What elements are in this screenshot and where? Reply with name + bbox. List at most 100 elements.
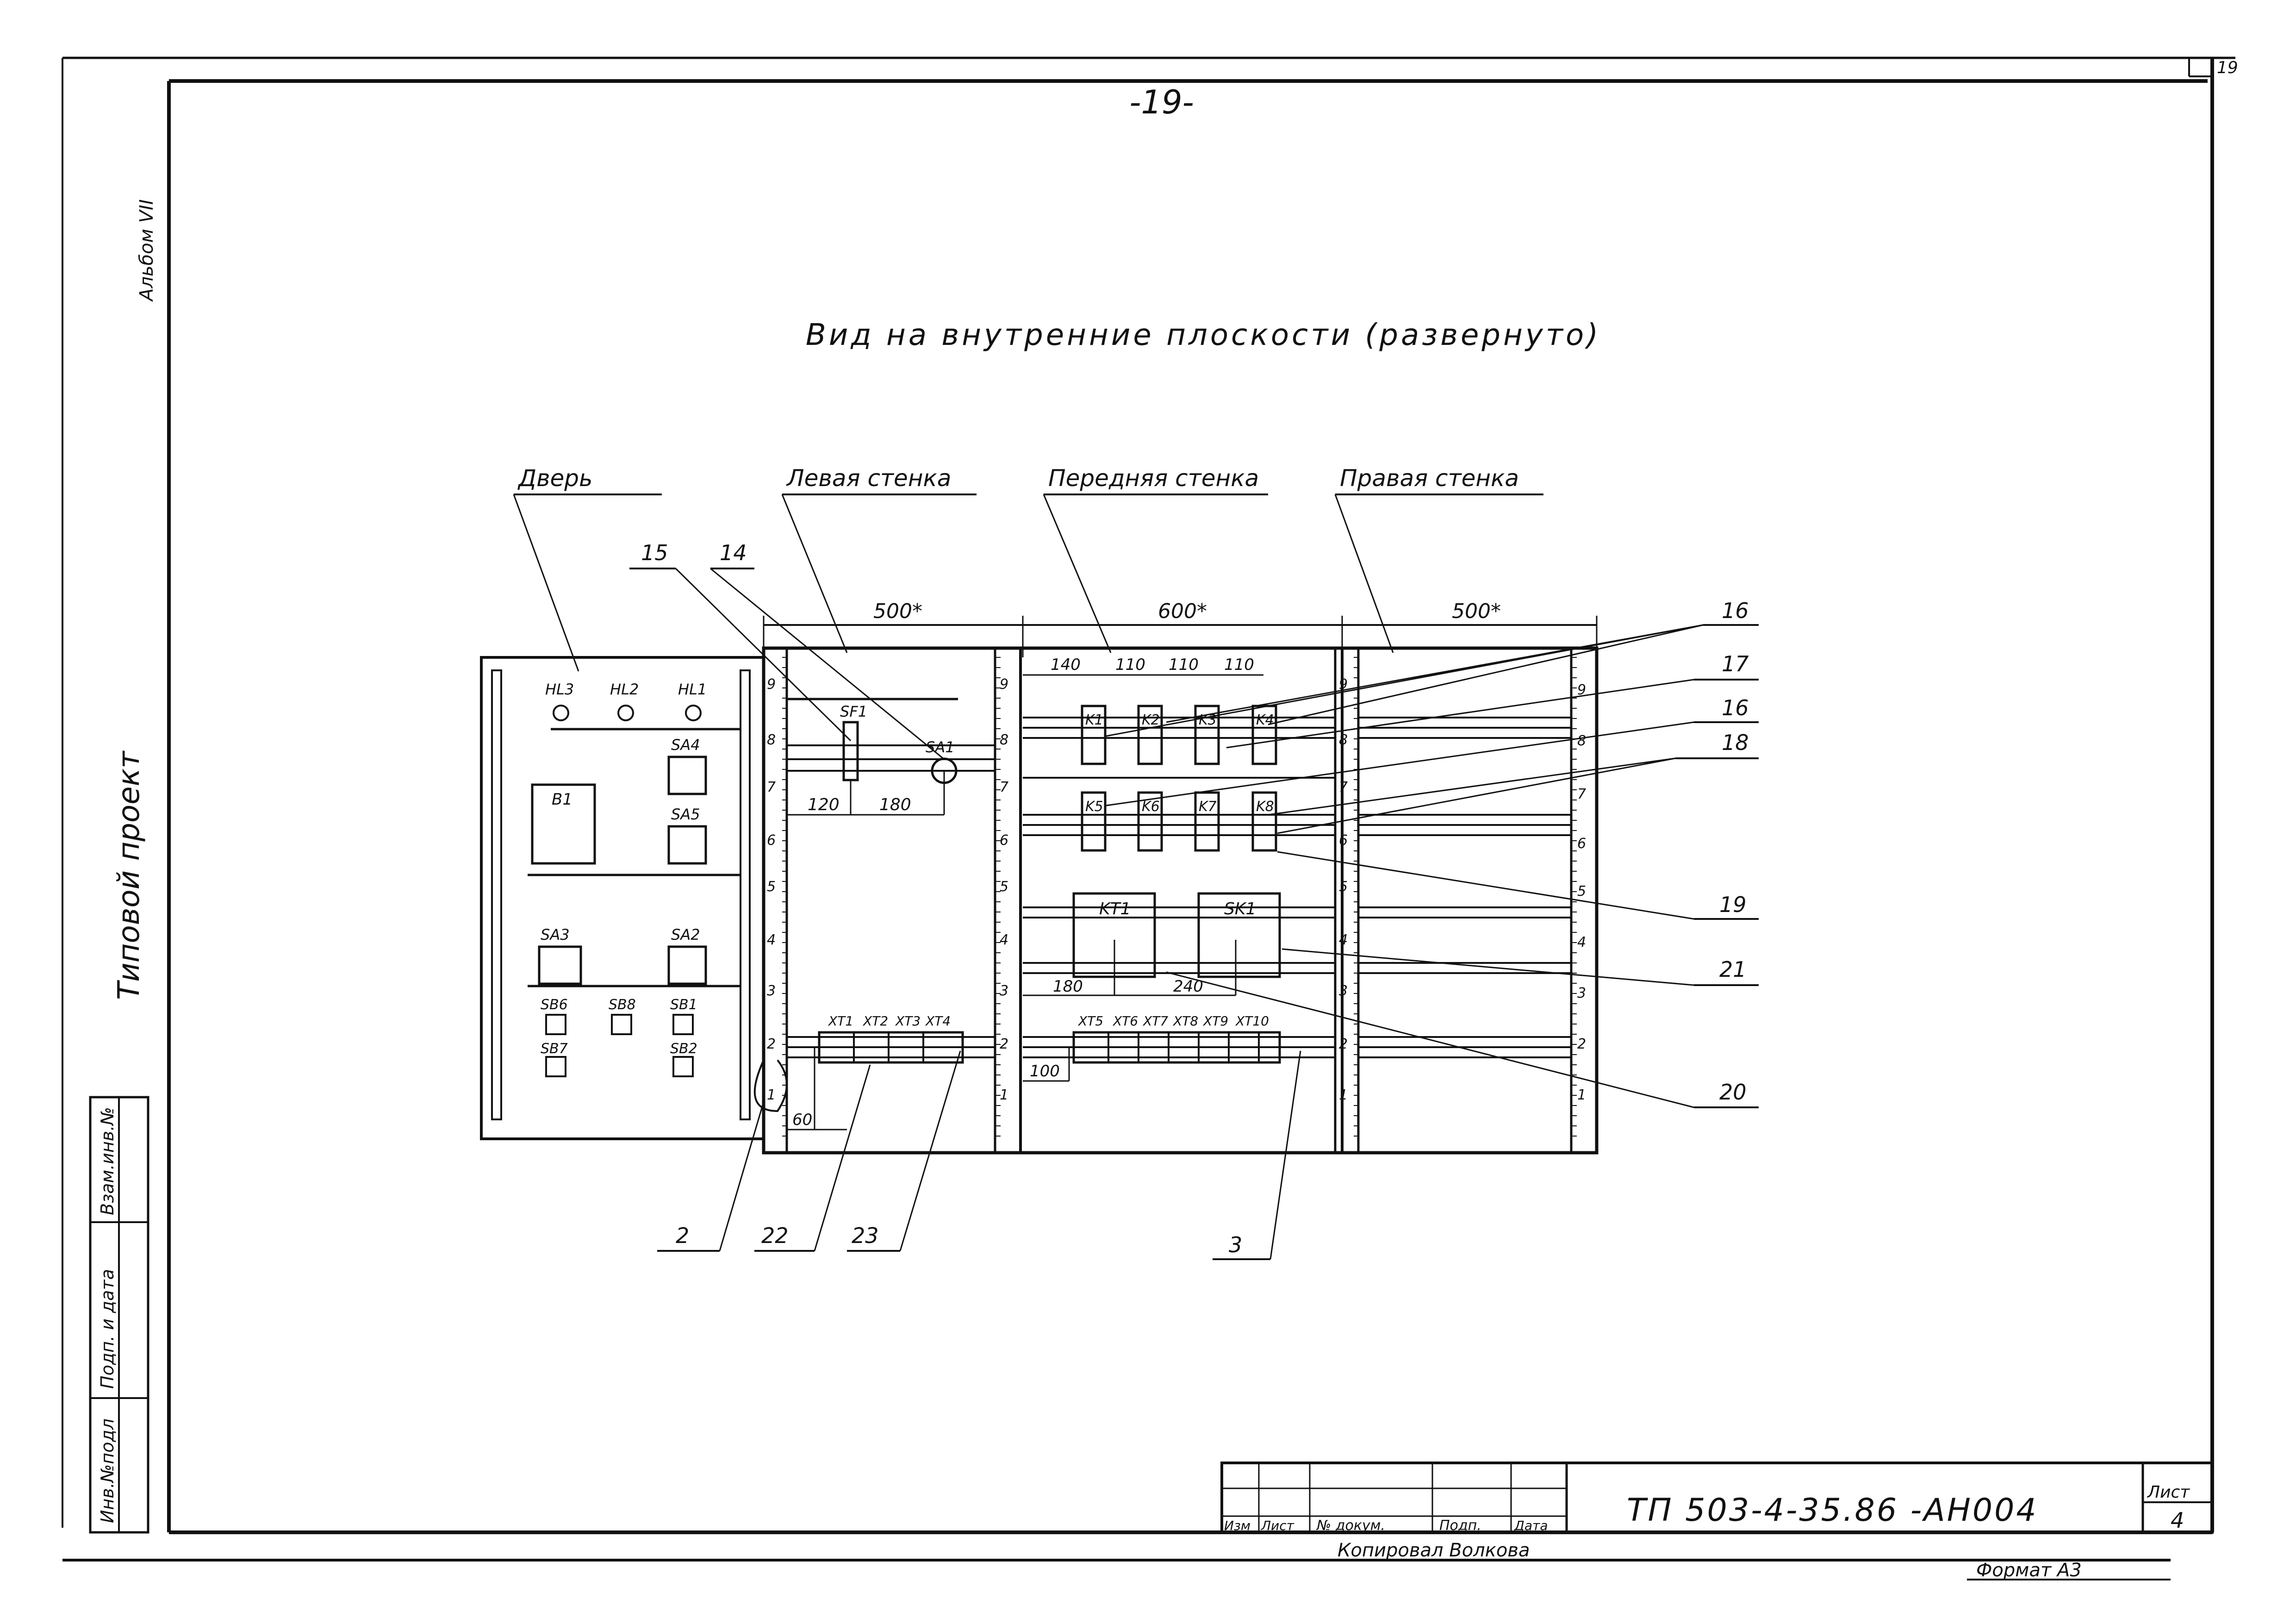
switch-sb1	[672, 1014, 694, 1035]
relay-label: K2	[1142, 712, 1160, 728]
rail-number: 4	[1339, 932, 1348, 948]
callouts-top: 15 14	[629, 540, 945, 760]
callout-label: 16	[1722, 598, 1749, 623]
terminal-label: XT9	[1202, 1013, 1228, 1029]
label-door: Дверь	[517, 465, 593, 492]
rail-scale-front-left: 9 8 7 6 5 4 3 2 1	[1000, 676, 1008, 1103]
rail-number: 3	[767, 983, 776, 999]
terminal-label: XT2	[862, 1013, 888, 1029]
rail-number: 7	[1000, 779, 1008, 795]
rail-number: 3	[1577, 985, 1586, 1001]
lamp-hl3-icon	[553, 705, 569, 721]
switch-label: SB2	[670, 1041, 697, 1057]
relay-label: K7	[1199, 799, 1217, 815]
switch-label: SB7	[541, 1041, 568, 1057]
rail-number: 9	[767, 676, 776, 693]
front-offset-dim: 100	[1030, 1062, 1060, 1081]
terminal-label: XT1	[828, 1013, 853, 1029]
tb-header: Лист	[1261, 1518, 1294, 1533]
relay-label: K1	[1085, 712, 1103, 728]
left-dim: 180	[879, 795, 911, 814]
stamp-replace-inv: Взам.инв.№	[97, 1107, 118, 1215]
rail-number: 2	[1339, 1036, 1348, 1052]
rail-number: 4	[1577, 934, 1586, 950]
rail-number: 6	[1577, 836, 1586, 852]
lamp-label: HL2	[610, 681, 639, 698]
terminal-label: XT3	[895, 1013, 921, 1029]
sheet-label: Лист	[2147, 1483, 2190, 1502]
rail-number: 1	[1577, 1087, 1586, 1103]
corner-number: 19	[2217, 58, 2238, 77]
front-dim: 110	[1169, 656, 1199, 674]
breaker-label: SF1	[840, 703, 867, 720]
tb-header: Изм	[1224, 1518, 1251, 1533]
switch-sa3	[538, 945, 582, 985]
rail-number: 3	[1339, 983, 1348, 999]
callout-label: 21	[1719, 957, 1747, 982]
left-wall-contents: SF1 SA1 120 180 XT1 XT2 XT3 XT4 60	[787, 698, 995, 1131]
rail-number: 2	[767, 1036, 776, 1052]
doc-code: ТП 503-4-35.86 -АН004	[1627, 1492, 2038, 1529]
relay-k1	[1081, 705, 1107, 765]
copied-by: Копировал Волкова	[1338, 1540, 1530, 1561]
panel-labels: Дверь Левая стенка Передняя стенка Права…	[513, 465, 1543, 672]
terminal-label: XT5	[1077, 1013, 1103, 1029]
rail-number: 5	[1339, 879, 1348, 895]
switch-sb8	[611, 1014, 632, 1035]
relay-k2	[1137, 705, 1163, 765]
meter-b1	[531, 783, 596, 865]
rail-scale-right: 9 8 7 6 5 4 3 2 1	[1339, 676, 1348, 1103]
rail-number: 4	[1000, 932, 1008, 948]
front-dim: 140	[1051, 656, 1081, 674]
door-panel: HL3 HL2 HL1 B1 SA4 SA5 SA3 SA2 SB6 SB8 S…	[480, 656, 765, 1140]
rail-number: 7	[1339, 779, 1348, 795]
front-wall-contents: 140 110 110 110 K1 K2 K3 K4 K5 K6 K7 K8	[1023, 656, 1335, 1082]
walls-frame	[762, 646, 1599, 1155]
relay-k3	[1194, 705, 1220, 765]
project-type-label: Типовой проект	[112, 750, 146, 1000]
rail-number: 6	[767, 832, 776, 849]
label-left-wall: Левая стенка	[786, 465, 951, 492]
terminal-label: XT7	[1142, 1013, 1168, 1029]
rail-number: 8	[1000, 732, 1008, 748]
callout-label: 2	[676, 1223, 689, 1248]
rail-number: 6	[1000, 832, 1008, 849]
switch-label: SA4	[671, 736, 700, 754]
front-dim: 110	[1224, 656, 1254, 674]
rail-scale-far-right: 9 8 7 6 5 4 3 2 1	[1577, 682, 1586, 1103]
rail-number: 1	[1339, 1087, 1348, 1103]
front-dim: 110	[1115, 656, 1145, 674]
album-label: Альбом VII	[136, 200, 157, 303]
left-dim: 120	[808, 795, 840, 814]
switch-sa5	[667, 825, 707, 865]
page-number: -19-	[1129, 83, 1194, 121]
relay-label: K5	[1085, 799, 1103, 815]
callout-label: 16	[1722, 695, 1749, 720]
terminal-label: XT6	[1112, 1013, 1138, 1029]
stamp-inv-number: Инв.№подл	[97, 1418, 118, 1523]
switch-label: SA5	[671, 806, 700, 823]
rail-scale-left: 9 8 7 6 5 4 3 2 1	[767, 676, 776, 1103]
switch-label: SB6	[541, 997, 568, 1013]
rail-number: 9	[1000, 676, 1008, 693]
relay-label: K6	[1142, 799, 1160, 815]
rail-number: 5	[1000, 879, 1008, 895]
lamp-hl2-icon	[617, 705, 634, 721]
meter-label: B1	[552, 790, 572, 809]
rail-number: 3	[1000, 983, 1008, 999]
terminal-label: XT8	[1172, 1013, 1198, 1029]
rail-number: 7	[767, 779, 776, 795]
switch-sb7	[545, 1056, 566, 1077]
rail-number: 6	[1339, 832, 1348, 849]
right-wall-contents	[1358, 717, 1571, 1058]
rail-number: 2	[1577, 1036, 1586, 1052]
left-offset-dim: 60	[792, 1111, 812, 1129]
rail-number: 5	[767, 879, 776, 895]
relay-k7	[1194, 791, 1220, 852]
callout-label: 23	[852, 1223, 879, 1248]
callout-label: 18	[1722, 730, 1749, 755]
switch-sa4	[667, 756, 707, 795]
relay-k5	[1081, 791, 1107, 852]
sheet-number: 4	[2171, 1508, 2184, 1533]
